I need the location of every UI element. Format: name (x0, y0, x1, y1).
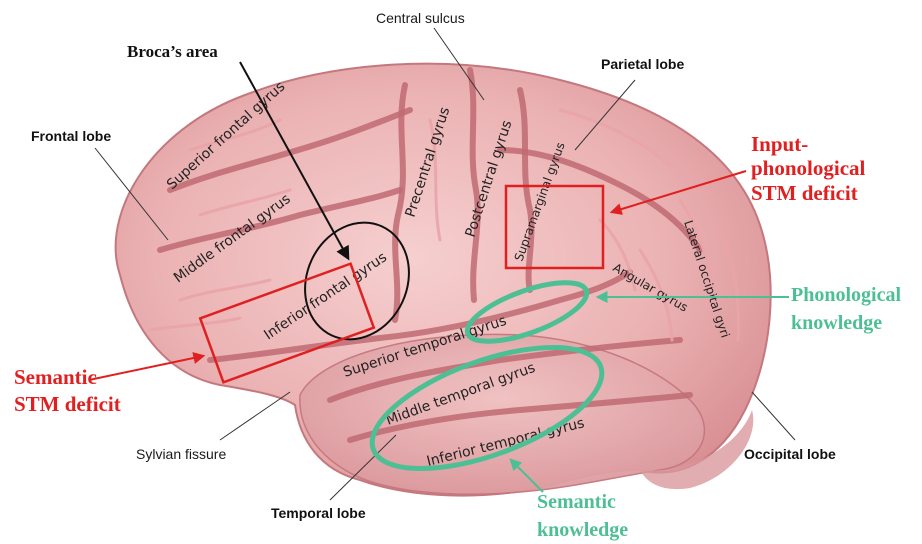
central-sulcus-label: Central sulcus (376, 10, 465, 26)
temporal-lobe-label: Temporal lobe (271, 505, 366, 521)
frontal-lobe-label: Frontal lobe (31, 128, 111, 144)
semantic-stm-deficit-label: Semantic STM deficit (14, 365, 121, 416)
sylvian-fissure-leader (220, 392, 290, 440)
brocas-area-label: Broca’s area (127, 42, 218, 61)
occipital-lobe-leader (752, 392, 795, 440)
occipital-lobe-label: Occipital lobe (744, 446, 836, 462)
parietal-lobe-label: Parietal lobe (601, 56, 684, 72)
input-phono-deficit-label: Input- phonological STM deficit (751, 132, 871, 205)
phonological-knowledge-label: Phonological knowledge (791, 284, 906, 334)
sylvian-fissure-label: Sylvian fissure (136, 446, 226, 462)
semantic-knowledge-label: Semantic knowledge (537, 491, 628, 541)
